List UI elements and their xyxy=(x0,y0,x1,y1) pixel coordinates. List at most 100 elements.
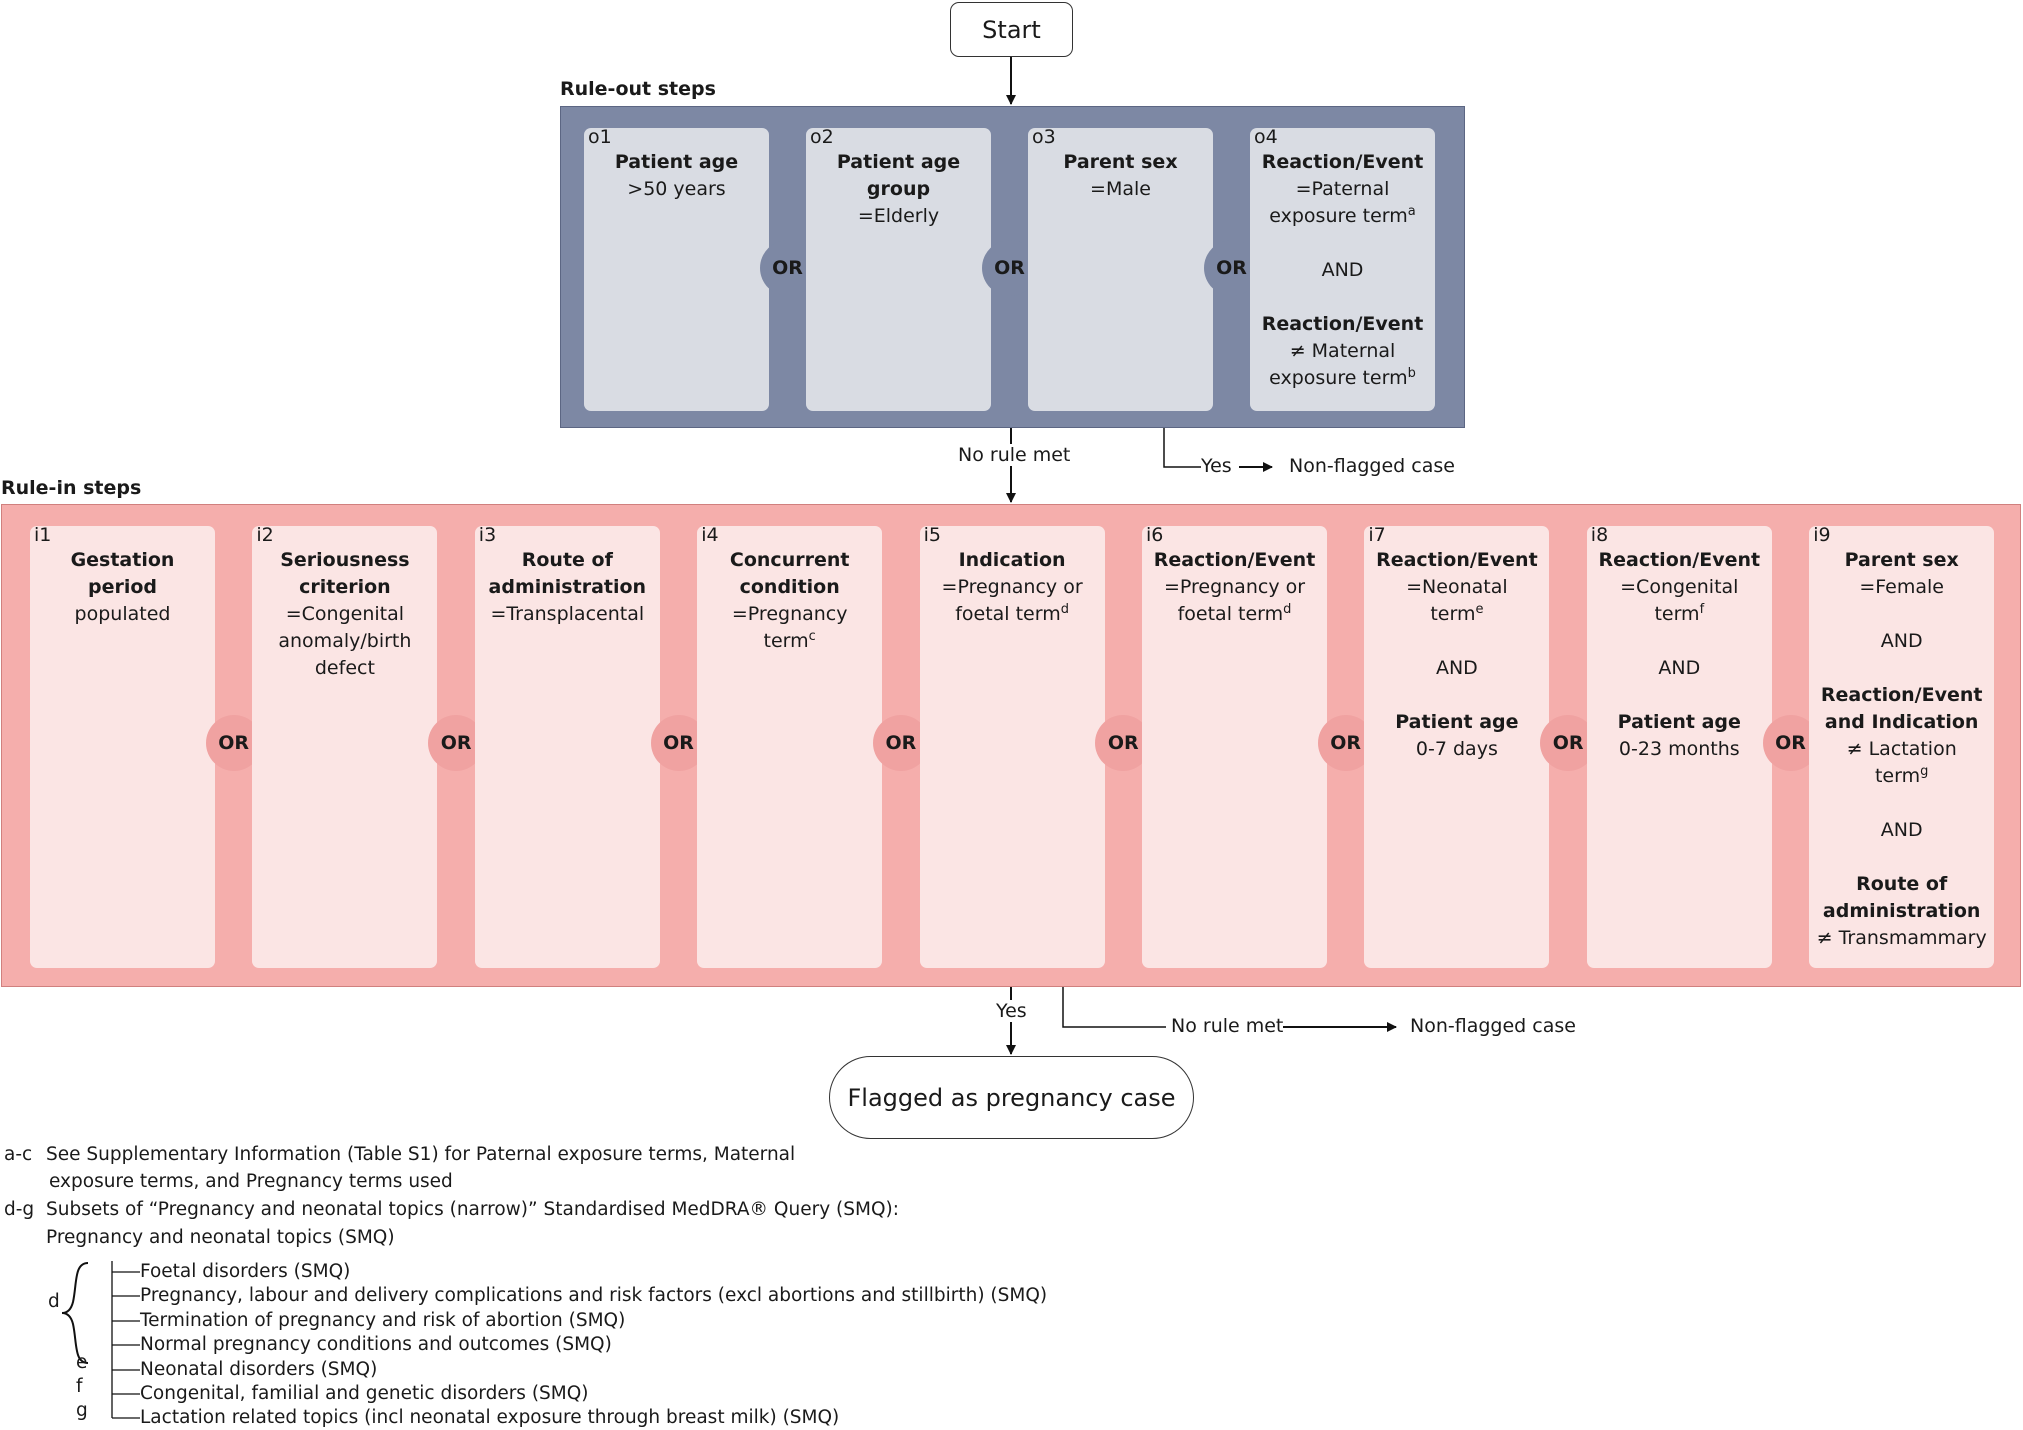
line-spacer xyxy=(1815,844,1988,871)
footnote-dg-line1: Subsets of “Pregnancy and neonatal topic… xyxy=(46,1199,899,1220)
step-id: i7 xyxy=(1368,524,1386,546)
step-criteria: Reaction/Event=Pregnancy or foetal termd xyxy=(1148,547,1321,628)
line-spacer xyxy=(1593,682,1766,709)
start-node: Start xyxy=(950,2,1073,57)
footnote-tree-item: Congenital, familial and genetic disorde… xyxy=(140,1383,589,1404)
criterion-value: 0-7 days xyxy=(1415,738,1498,760)
line-spacer xyxy=(1370,628,1543,655)
step-id: i8 xyxy=(1590,524,1609,546)
step-id: i2 xyxy=(256,524,274,546)
label-ruleout-yes: Yes xyxy=(1201,455,1232,477)
footnote-marker-f: f xyxy=(76,1376,83,1397)
step-id: i4 xyxy=(701,524,719,546)
criterion-value: =Paternal exposure terma xyxy=(1269,178,1416,227)
criterion-value: =Pregnancy termc xyxy=(731,603,848,652)
step-id: i3 xyxy=(478,524,497,546)
criterion-value: >50 years xyxy=(627,178,726,200)
criterion-value: AND xyxy=(1321,259,1364,281)
footnote-ref: e xyxy=(1475,602,1484,617)
or-connector: OR xyxy=(1762,715,1819,771)
label-rulein-non-flagged: Non-flagged case xyxy=(1410,1015,1576,1037)
criterion-field: Seriousness criterion xyxy=(280,549,410,598)
step-id: i1 xyxy=(34,524,52,546)
criterion-field: Reaction/Event xyxy=(1261,151,1424,173)
criterion-field: Reaction/Event xyxy=(1598,549,1761,571)
footnote-ref: d xyxy=(1060,602,1069,617)
footnote-ref: a xyxy=(1407,204,1416,219)
criterion-value: =Neonatal terme xyxy=(1406,576,1508,625)
criterion-field: Route of administration xyxy=(488,549,647,598)
criterion-value: AND xyxy=(1880,630,1923,652)
footnote-tree-item: Lactation related topics (incl neonatal … xyxy=(140,1407,840,1428)
footnote-dg-line2: Pregnancy and neonatal topics (SMQ) xyxy=(46,1227,395,1248)
label-ruleout-non-flagged: Non-flagged case xyxy=(1289,455,1455,477)
footnote-ref: b xyxy=(1407,366,1416,381)
criterion-value: populated xyxy=(74,603,171,625)
flagged-pregnancy-node: Flagged as pregnancy case xyxy=(829,1056,1194,1139)
label-rulein-no-rule-met: No rule met xyxy=(1171,1015,1284,1037)
footnote-tree xyxy=(111,1261,140,1419)
criterion-value: =Elderly xyxy=(857,205,940,227)
criterion-value: 0-23 months xyxy=(1618,738,1740,760)
line-spacer xyxy=(1815,601,1988,628)
or-connector: OR xyxy=(1317,715,1374,771)
criterion-field: Reaction/Event xyxy=(1376,549,1538,571)
step-id: i6 xyxy=(1146,524,1164,546)
footnote-ref: d xyxy=(1283,602,1292,617)
step-criteria: Patient age >50 years xyxy=(590,149,763,203)
criterion-field: Parent sex xyxy=(1063,151,1178,173)
rulein-section-title: Rule-in steps xyxy=(1,477,142,499)
line-spacer xyxy=(1815,790,1988,817)
criterion-value: =Congenital anomaly/birth defect xyxy=(278,603,412,679)
criterion-field: Concurrent condition xyxy=(729,549,850,598)
or-connector: OR xyxy=(650,715,707,771)
connector-rulein-no-rule xyxy=(1062,987,1166,1028)
line-spacer xyxy=(1256,284,1429,311)
step-criteria: Patient age group=Elderly xyxy=(812,149,985,230)
step-id: o3 xyxy=(1032,126,1056,148)
or-connector: OR xyxy=(1095,715,1152,771)
brace-d xyxy=(61,1262,89,1364)
footnote-ref: f xyxy=(1699,602,1705,617)
step-criteria: Concurrent condition =Pregnancy termc xyxy=(703,547,876,655)
criterion-value: =Congenital termf xyxy=(1620,576,1739,625)
footnote-marker-e: e xyxy=(76,1352,88,1373)
line-spacer xyxy=(1370,682,1543,709)
criterion-field: Patient age xyxy=(614,151,739,173)
label-no-rule-met: No rule met xyxy=(958,444,1071,466)
criterion-value: ≠ Maternal exposure termb xyxy=(1269,340,1416,389)
criterion-value: AND xyxy=(1658,657,1701,679)
line-spacer xyxy=(1256,230,1429,257)
or-connector: OR xyxy=(428,715,485,771)
criterion-field: Patient age xyxy=(1395,711,1519,733)
criterion-field: Reaction/Event and Indication xyxy=(1820,684,1983,733)
footnote-tree-item: Termination of pregnancy and risk of abo… xyxy=(140,1310,626,1331)
footnote-ac-line2: exposure terms, and Pregnancy terms used xyxy=(49,1171,453,1192)
step-criteria: Seriousness criterion =Congenital anomaly… xyxy=(258,547,431,682)
criterion-field: Reaction/Event xyxy=(1153,549,1316,571)
footnote-ref: c xyxy=(808,629,816,644)
criterion-field: Patient age xyxy=(1617,711,1741,733)
criterion-value: AND xyxy=(1435,657,1478,679)
step-id: i9 xyxy=(1813,524,1831,546)
or-connector: OR xyxy=(205,715,262,771)
footnote-ac-marker: a-c xyxy=(4,1144,33,1165)
criterion-value: ≠ Transmammary xyxy=(1816,927,1987,949)
footnote-tree-item: Foetal disorders (SMQ) xyxy=(140,1261,351,1282)
step-criteria: Route of administration=Transplacental xyxy=(481,547,654,628)
